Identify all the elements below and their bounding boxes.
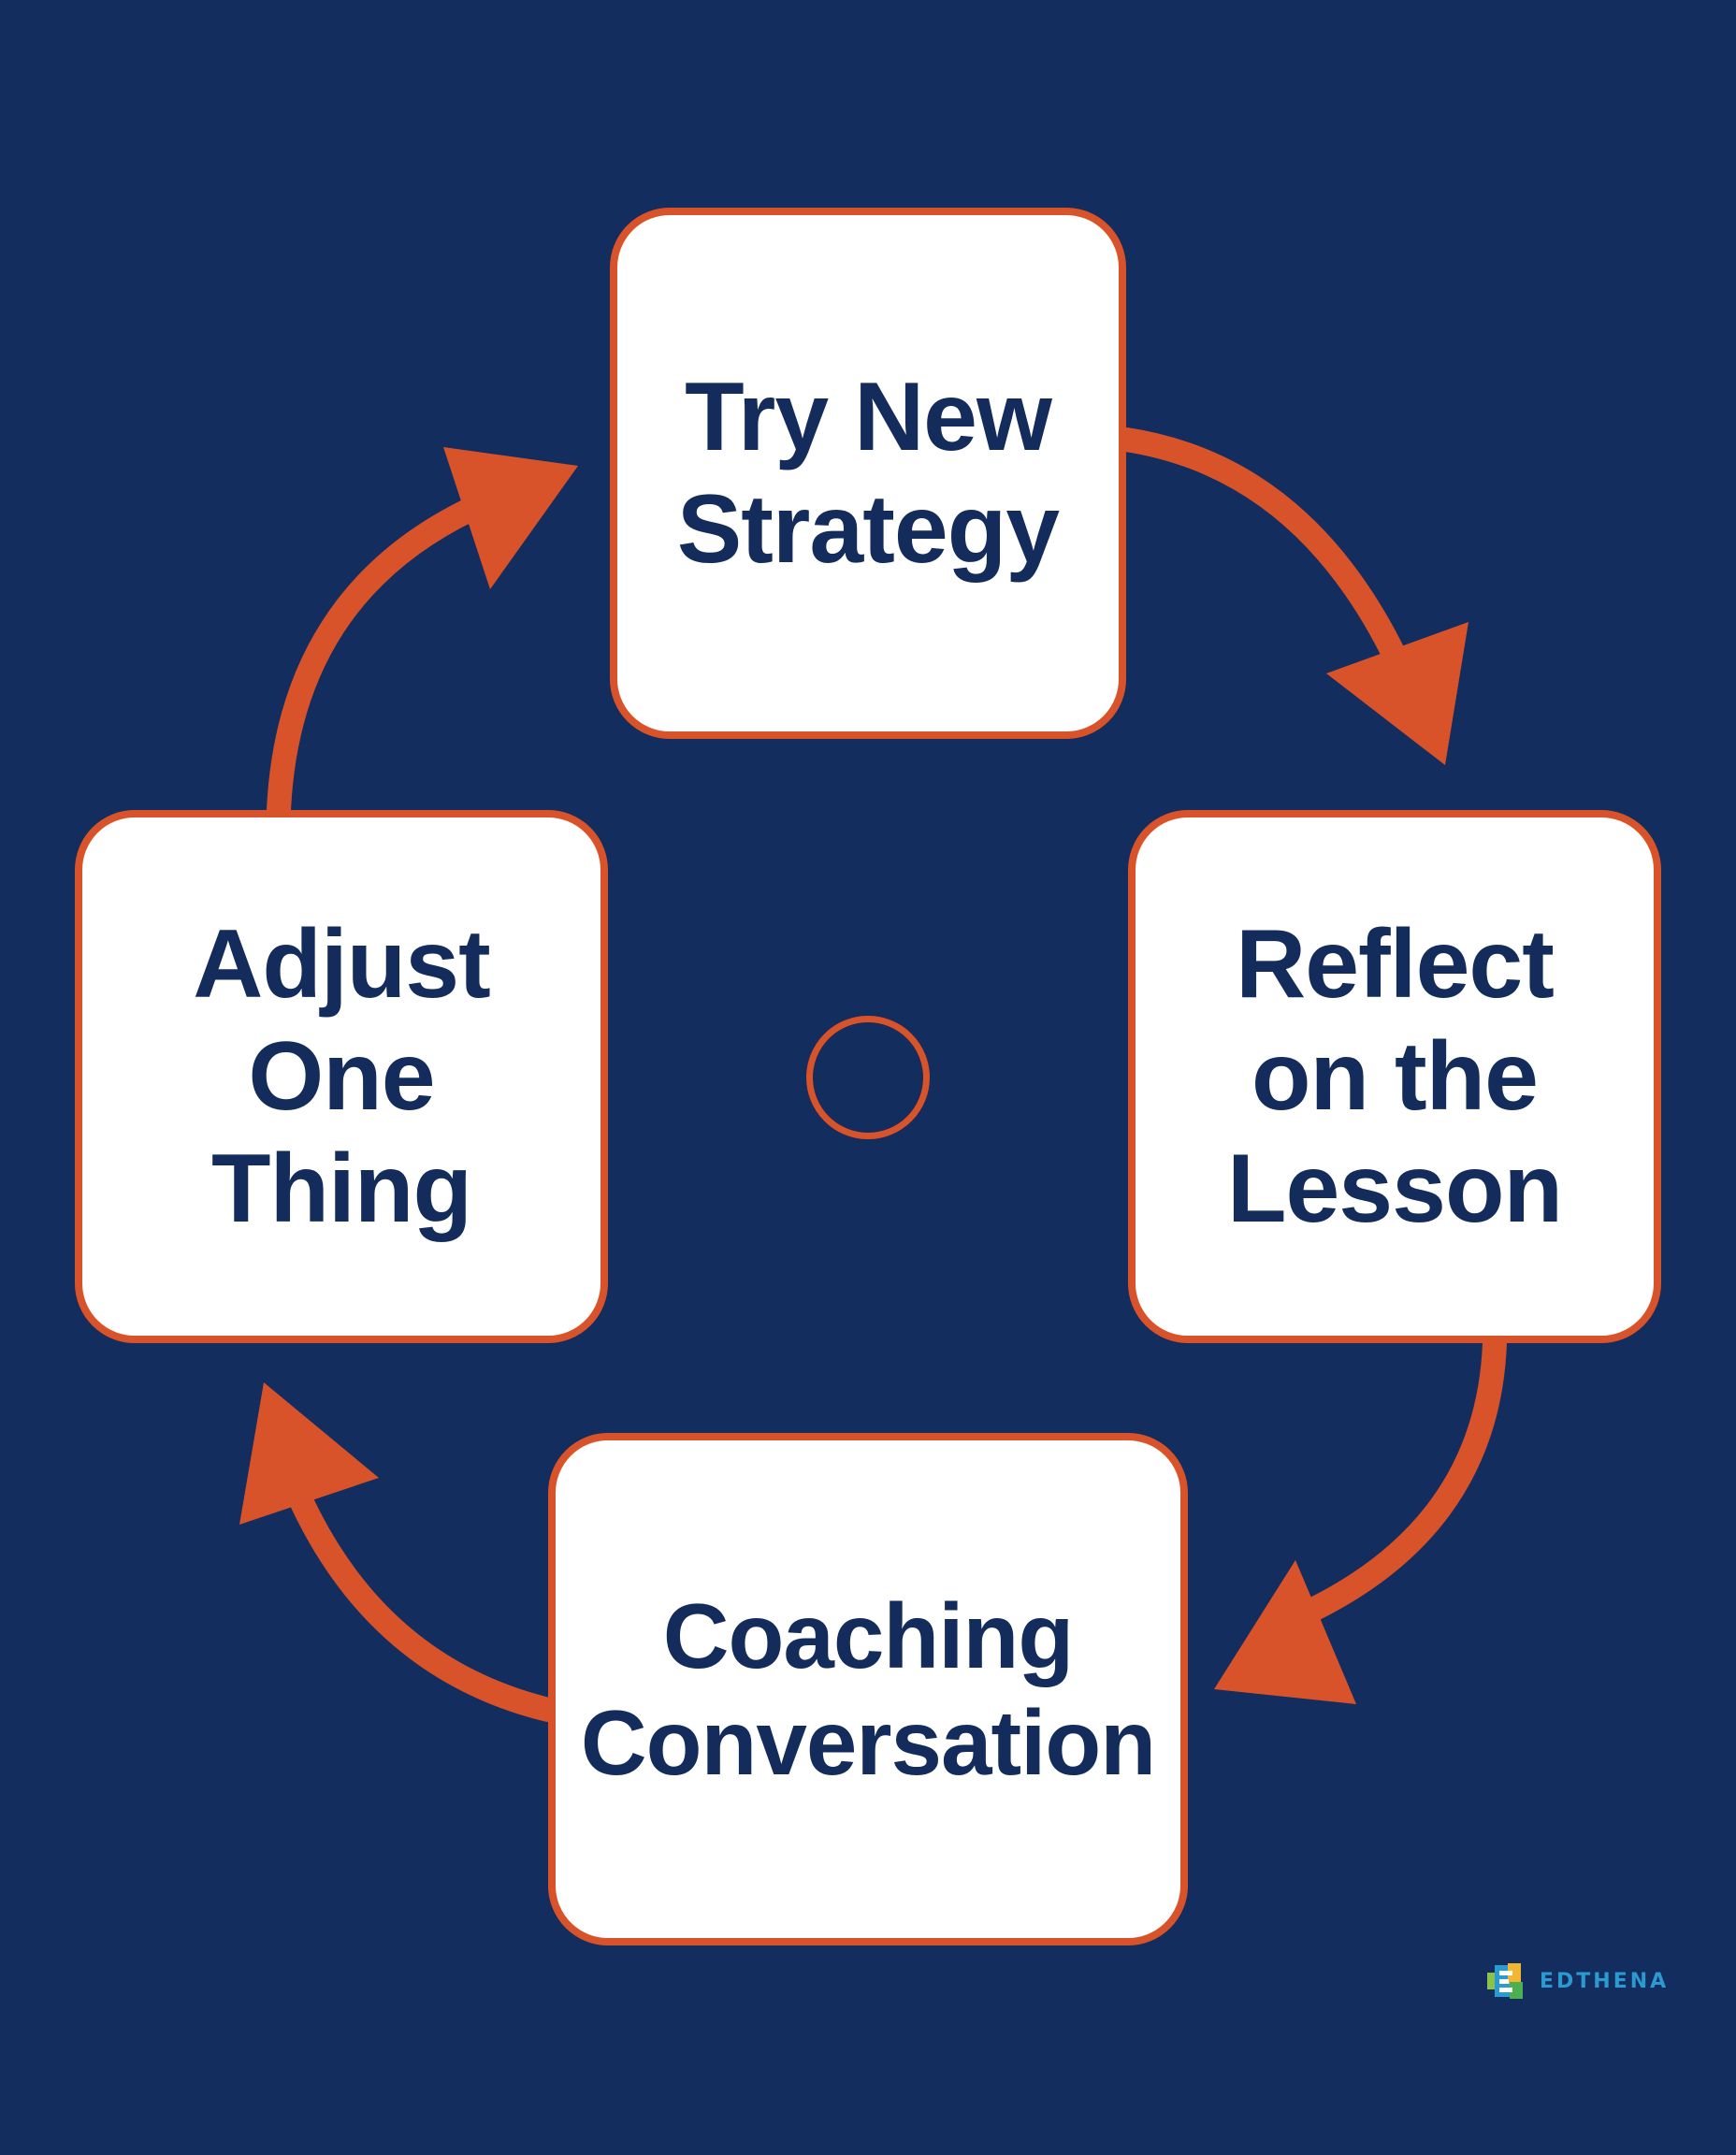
center-circle [806, 1016, 930, 1139]
step-label: Coaching Conversation [580, 1584, 1156, 1794]
edthena-logo-icon [1487, 1963, 1523, 1999]
step-reflect-on-lesson: Reflect on the Lesson [1128, 810, 1661, 1343]
arrow-strategy-to-reflect [1114, 427, 1468, 765]
arrow-coaching-to-adjust [239, 1382, 560, 1722]
step-label: Reflect on the Lesson [1226, 910, 1563, 1243]
arrow-reflect-to-coaching [1214, 1331, 1507, 1704]
step-label: Try New Strategy [676, 363, 1060, 584]
edthena-logo: EDTHENA [1487, 1962, 1669, 2000]
arrow-adjust-to-strategy [267, 447, 578, 822]
step-adjust-one-thing: Adjust One Thing [75, 810, 608, 1343]
edthena-logo-text: EDTHENA [1540, 1969, 1670, 1993]
step-try-new-strategy: Try New Strategy [610, 208, 1126, 739]
step-coaching-conversation: Coaching Conversation [548, 1433, 1188, 1945]
step-label: Adjust One Thing [193, 910, 491, 1243]
